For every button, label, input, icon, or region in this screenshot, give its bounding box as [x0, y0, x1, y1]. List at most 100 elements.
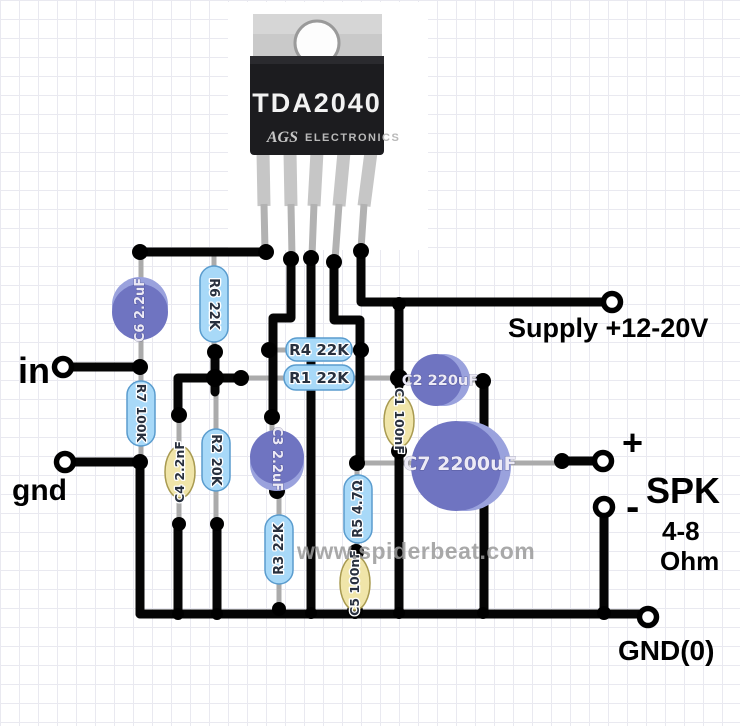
r5-body	[343, 474, 373, 544]
c6-body	[112, 284, 168, 340]
c3-label: C3 2.2uF	[269, 427, 284, 491]
r6-label: R6 22K	[206, 278, 221, 331]
spk-plus-label: +	[622, 422, 643, 463]
terminal-input	[51, 355, 75, 379]
r7-label: R7 100K	[134, 384, 149, 444]
resistor-r6: R6 22K	[199, 265, 229, 343]
pad-c4-bottom	[172, 517, 186, 531]
c1-body	[383, 394, 415, 448]
resistor-r3: R3 22K	[264, 514, 294, 585]
pad-rail-5	[477, 607, 489, 619]
pad-input-junction	[132, 359, 148, 375]
pad-pin2	[283, 251, 299, 267]
terminals	[51, 290, 660, 629]
c3-body	[250, 430, 304, 484]
pad-center-junction	[206, 369, 224, 387]
chip-legs-upper	[256, 151, 378, 207]
impedance-unit-label: Ohm	[660, 546, 719, 576]
pad-r5-top	[349, 455, 365, 471]
pad-rail-1	[172, 608, 184, 620]
chip-legs	[256, 151, 378, 261]
capacitor-c4: C4 2.2nF	[164, 440, 196, 504]
c5-body	[339, 555, 371, 611]
resistor-r1: R1 22K	[283, 364, 355, 391]
chip-brand-logo: AGS	[266, 129, 298, 146]
terminal-spk-minus	[592, 495, 616, 519]
terminal-spk-plus	[591, 449, 615, 473]
r3-body	[264, 514, 294, 585]
c7-label: C7 2200uF	[403, 453, 516, 475]
pad-r6-bottom	[207, 344, 223, 360]
pad-r4-right	[353, 342, 369, 358]
trace-pin2-down	[268, 254, 296, 421]
pad-r4-left	[261, 342, 277, 358]
r5-label: R5 4.7Ω	[351, 480, 366, 538]
pad-pin4	[326, 254, 342, 270]
terminal-gnd0	[636, 605, 660, 629]
pad-r3-bottom	[272, 602, 286, 616]
trace-pin4-down	[329, 257, 365, 467]
r2-body	[201, 428, 231, 492]
r7-body	[126, 380, 156, 447]
pad-rail-2	[211, 608, 223, 620]
capacitor-c3: C3 2.2uF	[250, 426, 304, 492]
c7-body	[411, 421, 501, 511]
r4-body	[285, 337, 353, 362]
chip-body-edge	[250, 56, 384, 64]
resistor-r7: R7 100K	[126, 380, 156, 447]
terminal-ground	[53, 450, 77, 474]
pad-c4-top	[171, 407, 187, 423]
c4-label: C4 2.2nF	[172, 441, 187, 503]
pad-rail-spk-minus	[597, 606, 611, 620]
r2-label: R2 20K	[208, 434, 223, 487]
capacitor-c2: C2 220uF	[401, 354, 479, 406]
resistor-r4: R4 22K	[285, 337, 353, 362]
chip-brand-suffix: ELECTRONICS	[305, 132, 400, 144]
pad-c1-top-junction	[390, 369, 408, 387]
c6-label: C6 2.2uF	[133, 278, 148, 342]
text-labels: in gnd Supply +12-20V + SPK - 4-8 Ohm GN…	[12, 313, 720, 666]
c2-label: C2 220uF	[402, 373, 478, 389]
terminal-supply	[600, 290, 624, 314]
r1-body	[283, 364, 355, 391]
c1-label: C1 100nF	[392, 388, 407, 454]
spk-label: SPK	[646, 470, 720, 511]
resistor-r2: R2 20K	[201, 428, 231, 492]
pad-c1-bottom	[391, 443, 407, 459]
watermark: www.spiderbeat.com	[296, 538, 535, 564]
components: C6 2.2uF C3 2.2uF C2 220uF C7 2200uF C4 …	[112, 265, 517, 617]
capacitor-c5: C5 100nF	[339, 549, 371, 617]
capacitor-c6: C6 2.2uF	[112, 277, 168, 343]
pad-pin3	[303, 250, 319, 266]
resistor-r5: R5 4.7Ω	[343, 474, 373, 544]
r4-label: R4 22K	[289, 341, 350, 359]
pad-r2-bottom	[210, 517, 224, 531]
pad-pin5	[353, 243, 369, 259]
pad-c2-right	[475, 373, 491, 389]
pad-c6-top	[132, 244, 148, 260]
trace-supply-rail	[356, 246, 617, 307]
pad-r1-left	[233, 370, 249, 386]
c2-body	[410, 354, 462, 406]
input-label: in	[18, 350, 50, 391]
chip-legs-lower	[260, 203, 368, 261]
spk-minus-label: -	[626, 485, 639, 529]
chip-plastic-body	[250, 56, 384, 155]
gnd0-label: GND(0)	[618, 635, 714, 666]
capacitor-c1: C1 100nF	[383, 387, 415, 455]
c4-body	[164, 445, 196, 499]
impedance-value-label: 4-8	[662, 516, 700, 546]
r6-body	[199, 265, 229, 343]
pad-c7-right	[554, 453, 570, 469]
supply-label: Supply +12-20V	[508, 313, 708, 343]
c5-label: C5 100nF	[347, 550, 362, 616]
pad-gnd-junction	[132, 454, 148, 470]
pad-c3-top	[264, 409, 280, 425]
chip-part-number: TDA2040	[252, 88, 382, 118]
trace-gnd-left	[67, 457, 145, 619]
pad-pin1	[258, 244, 274, 260]
pad-supply-branch	[392, 297, 406, 311]
solder-pads	[132, 243, 611, 620]
